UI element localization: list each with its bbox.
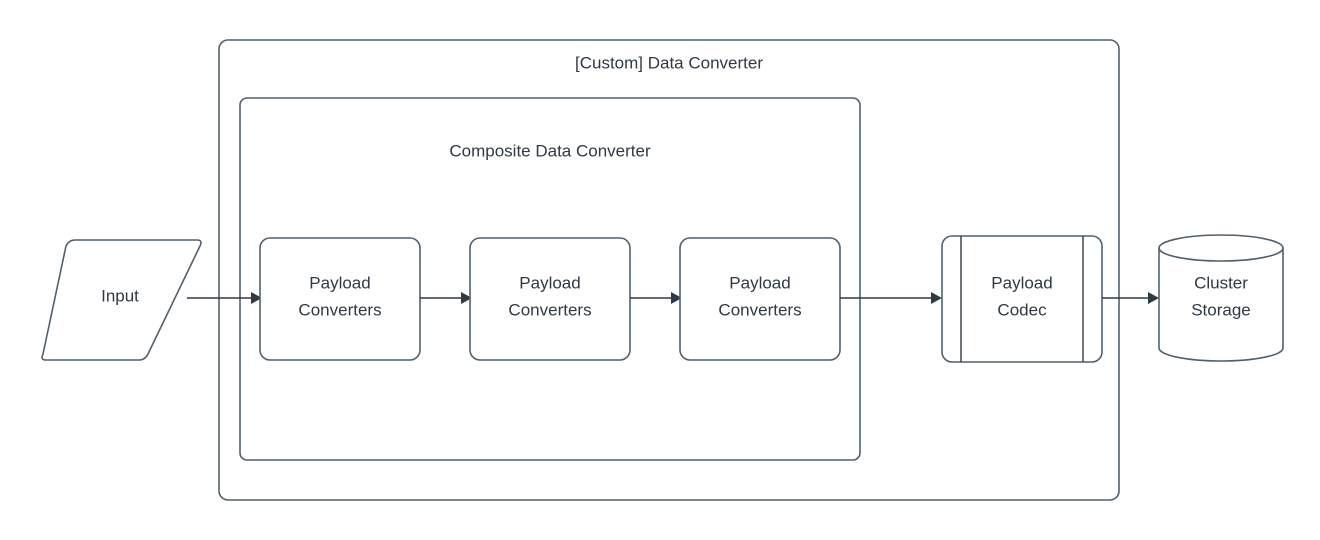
edge-converter-3-to-payload-codec [840, 292, 942, 304]
edge-converter-1-to-converter-2 [420, 292, 472, 304]
input-node-label: Input [101, 286, 139, 305]
payload-codec-label-line1: Payload [991, 273, 1052, 292]
arrow-head-icon [931, 292, 942, 304]
payload-converters-1-label-line1: Payload [309, 273, 370, 292]
arrow-head-icon [461, 292, 472, 304]
payload-converters-2-label-line1: Payload [519, 273, 580, 292]
composite-data-converter-title: Composite Data Converter [449, 141, 651, 160]
custom-data-converter-title: [Custom] Data Converter [575, 53, 763, 72]
payload-converters-3-label-line1: Payload [729, 273, 790, 292]
arrow-head-icon [1148, 292, 1159, 304]
payload-converters-3-label-line2: Converters [718, 300, 801, 319]
cluster-storage-body[interactable] [1158, 247, 1284, 362]
payload-converters-1-label-line2: Converters [298, 300, 381, 319]
payload-codec-node[interactable] [941, 235, 1103, 363]
payload-codec-label-line2: Codec [997, 300, 1047, 319]
payload-converters-node-3[interactable] [679, 237, 841, 361]
arrow-head-icon [671, 292, 682, 304]
cluster-storage-node[interactable] [1158, 234, 1284, 362]
cluster-storage-top-ellipse [1158, 234, 1284, 262]
payload-converters-node-1[interactable] [259, 237, 421, 361]
arrow-head-icon [251, 292, 262, 304]
payload-codec-body[interactable] [941, 235, 1103, 363]
cluster-storage-label-line2: Storage [1191, 300, 1251, 319]
edge-input-to-converter-1 [187, 292, 262, 304]
edge-payload-codec-to-cluster-storage [1102, 292, 1159, 304]
payload-converters-node-2[interactable] [469, 237, 631, 361]
edge-converter-2-to-converter-3 [630, 292, 682, 304]
input-node[interactable] [41, 239, 202, 361]
payload-converters-2-label-line2: Converters [508, 300, 591, 319]
cluster-storage-label-line1: Cluster [1194, 273, 1248, 292]
